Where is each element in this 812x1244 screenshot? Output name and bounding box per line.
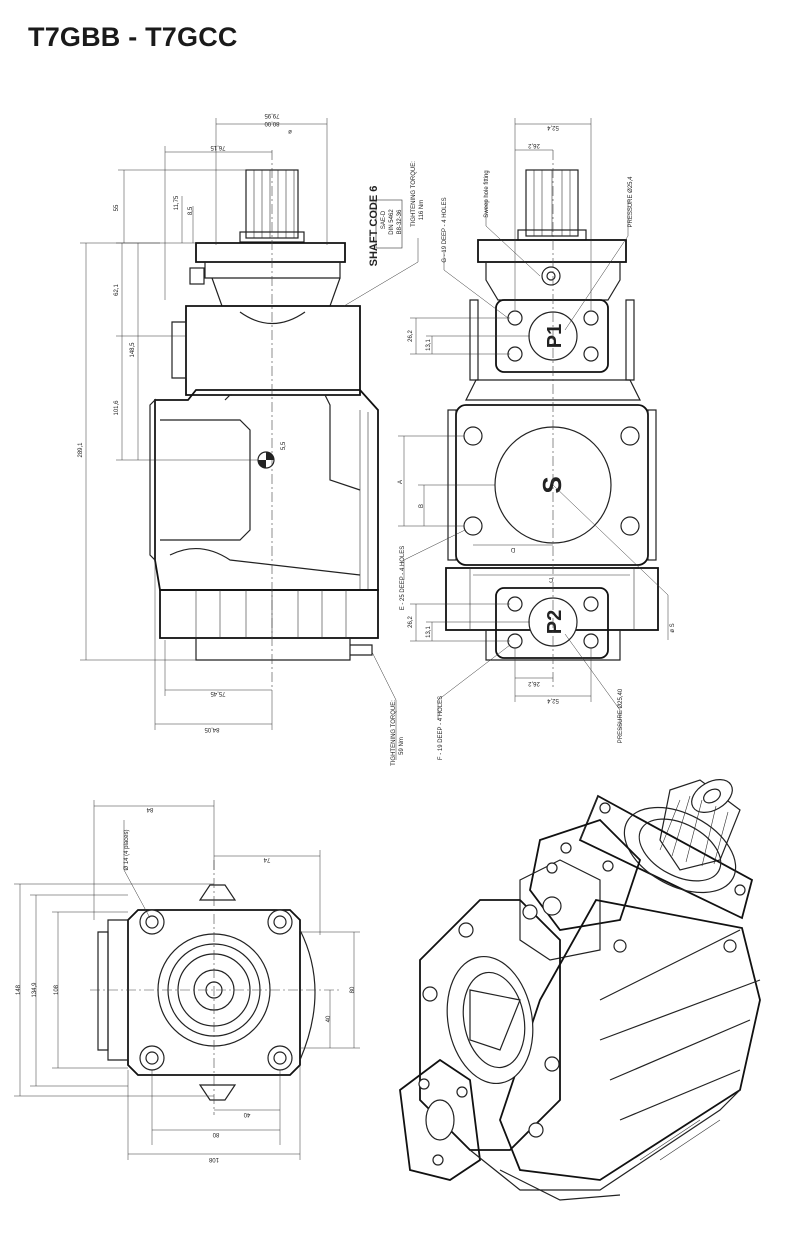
dim-62-1: 62,1 bbox=[114, 284, 120, 296]
dim-C: C bbox=[548, 576, 553, 582]
p2-label: P2 bbox=[544, 610, 566, 634]
dim-52-4-top: 52,4 bbox=[547, 124, 559, 130]
e-hole bbox=[463, 516, 483, 536]
dim-26-2-top: 26,2 bbox=[528, 142, 540, 148]
tightening-torque-top-value: 116 Nm bbox=[419, 200, 425, 221]
dim-A: A bbox=[398, 480, 404, 484]
dim-40-h: 40 bbox=[243, 1111, 250, 1117]
g-hole bbox=[507, 310, 523, 326]
isometric-view bbox=[399, 779, 761, 1201]
dim-148: 148 bbox=[16, 984, 22, 995]
tightening-torque-top-label: TIGHTENING TORQUE: bbox=[411, 161, 417, 227]
shaft-spec-2: DIN 5462 bbox=[389, 209, 395, 235]
dim-80-00: 80,00 bbox=[264, 120, 280, 126]
dim-8-5: 8,5 bbox=[188, 206, 194, 215]
dim-76-15: 76,15 bbox=[210, 144, 226, 150]
tightening-torque-bottom-value: 59 Nm bbox=[399, 737, 405, 755]
dim-75-45: 75,45 bbox=[210, 690, 226, 696]
diam-symbol: ø bbox=[288, 128, 292, 134]
dim-D: D bbox=[510, 546, 515, 552]
sweep-hole-label: Sweep hole fitting bbox=[484, 170, 490, 217]
dim-134-9: 134,9 bbox=[32, 982, 38, 998]
dim-289-1: 289,1 bbox=[78, 442, 84, 458]
side-view: 79,95 80,00 ø 76,15 55 11,75 8,5 62,1 14… bbox=[78, 112, 425, 766]
f-hole bbox=[583, 596, 599, 612]
dim-26-2-bottom-left: 26,2 bbox=[408, 616, 414, 628]
front-view: P1 S P2 52,4 26,2 bbox=[398, 118, 676, 760]
dim-148-5: 148,5 bbox=[130, 342, 136, 358]
dim-os: ø S bbox=[670, 623, 676, 632]
dim-26-2-left: 26,2 bbox=[408, 330, 414, 342]
f-hole bbox=[507, 596, 523, 612]
bolt-hole bbox=[139, 1045, 165, 1071]
dim-55: 55 bbox=[114, 204, 120, 211]
dim-5-5: 5,5 bbox=[281, 441, 287, 450]
dim-52-4-bottom: 52,4 bbox=[547, 697, 559, 703]
shaft-spec-1: SAE-D bbox=[381, 210, 387, 229]
dim-74: 74 bbox=[263, 856, 270, 862]
page-title: T7GBB - T7GCC bbox=[28, 22, 238, 52]
pressure-bottom-label: PRESSURE Ø25,40 bbox=[618, 688, 624, 743]
sweep-hole-fitting bbox=[541, 266, 561, 286]
tightening-torque-bottom-label: TIGHTENING TORQUE: bbox=[391, 700, 397, 766]
dim-26-2-bottom: 26,2 bbox=[528, 680, 540, 686]
dim-108-h: 108 bbox=[208, 1156, 219, 1162]
mounting-flange bbox=[195, 242, 346, 263]
dim-84-05: 84,05 bbox=[204, 726, 220, 732]
dim-40-v: 40 bbox=[326, 1015, 332, 1022]
pressure-top-label: PRESSURE Ø25,4 bbox=[628, 176, 634, 228]
f-hole bbox=[583, 633, 599, 649]
shaft-code-label: SHAFT CODE 6 bbox=[368, 186, 380, 267]
dim-B: B bbox=[419, 504, 425, 508]
bolt-hole bbox=[267, 1045, 293, 1071]
f-holes-label: F - 19 DEEP - 4 HOLES bbox=[438, 696, 444, 760]
p2-port-block bbox=[495, 587, 609, 659]
f-hole bbox=[507, 633, 523, 649]
dim-80-h: 80 bbox=[212, 1131, 219, 1137]
bottom-section bbox=[159, 589, 379, 661]
dim-84: 84 bbox=[146, 806, 153, 812]
shaft-spec-3: B8-32-36 bbox=[397, 209, 403, 234]
s-label: S bbox=[537, 476, 567, 493]
main-body bbox=[154, 389, 379, 591]
bolt-hole bbox=[267, 909, 293, 935]
p1-label: P1 bbox=[544, 324, 566, 348]
e-hole bbox=[620, 426, 640, 446]
g-hole bbox=[583, 346, 599, 362]
holes-label: Ø 14 (4 places) bbox=[124, 829, 130, 870]
dim-13-1-bottom-left: 13,1 bbox=[426, 626, 432, 638]
upper-housing bbox=[185, 305, 361, 396]
end-view: 84 74 Ø 14 (4 places) 148 134,9 108 80 4… bbox=[14, 800, 360, 1162]
dim-101-6: 101,6 bbox=[114, 400, 120, 416]
dim-13-1-left: 13,1 bbox=[426, 339, 432, 351]
e-holes-label: E - 25 DEEP - 4 HOLES bbox=[400, 546, 406, 611]
dim-108-v: 108 bbox=[54, 984, 60, 995]
dim-80-v: 80 bbox=[350, 986, 356, 993]
dim-11-75: 11,75 bbox=[174, 195, 180, 210]
g-hole bbox=[507, 346, 523, 362]
g-hole bbox=[583, 310, 599, 326]
e-hole bbox=[463, 426, 483, 446]
e-hole bbox=[620, 516, 640, 536]
dim-79-95: 79,95 bbox=[264, 112, 280, 118]
g-holes-label: G - 19 DEEP - 4 HOLES bbox=[442, 197, 448, 262]
bolt-hole bbox=[139, 909, 165, 935]
